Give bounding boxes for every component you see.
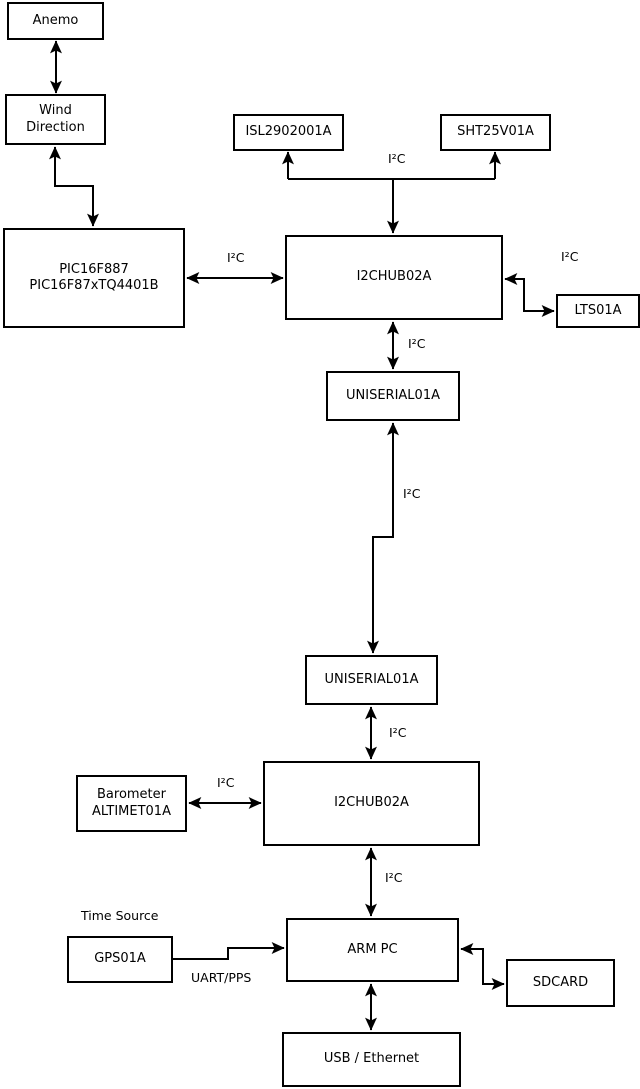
- node-arm-pc-label: ARM PC: [347, 941, 398, 957]
- edge-label-i2c-sensors: I²C: [388, 151, 406, 166]
- node-barometer-line1: Barometer: [97, 787, 166, 803]
- edge-label-i2c-uniserial-hub2: I²C: [389, 725, 407, 740]
- edge-uniserial-top-uniserial-bottom: [367, 422, 399, 654]
- node-wind-direction-line1: Wind: [39, 103, 72, 119]
- node-isl2902001a: ISL2902001A: [233, 114, 344, 151]
- edge-label-i2c-pic-hub: I²C: [227, 250, 245, 265]
- node-arm-pc: ARM PC: [286, 918, 459, 982]
- node-uniserial-top-label: UNISERIAL01A: [346, 387, 440, 403]
- node-lts01a-label: LTS01A: [574, 302, 622, 318]
- node-sdcard-label: SDCARD: [532, 974, 589, 990]
- node-isl2902001a-label: ISL2902001A: [245, 124, 332, 140]
- node-sdcard: SDCARD: [506, 959, 615, 1007]
- edge-label-i2c-barometer: I²C: [217, 775, 235, 790]
- node-anemo: Anemo: [7, 2, 104, 40]
- node-usb-ethernet: USB / Ethernet: [282, 1032, 461, 1087]
- node-gps01a: GPS01A: [67, 936, 173, 983]
- node-wind-direction: Wind Direction: [5, 94, 106, 145]
- edge-i2chub-top-lts: [504, 273, 555, 317]
- edge-gps-armpc: [173, 942, 285, 960]
- node-gps01a-label: GPS01A: [94, 951, 146, 967]
- node-uniserial-bottom-label: UNISERIAL01A: [324, 671, 419, 687]
- edge-label-uart-pps: UART/PPS: [191, 970, 252, 985]
- node-i2chub-bottom-label: I2CHUB02A: [334, 795, 409, 811]
- edge-label-i2c-lts: I²C: [561, 249, 579, 264]
- edge-armpc-sdcard: [460, 943, 505, 990]
- node-pic-line1: PIC16F887: [59, 261, 129, 277]
- edge-label-i2c-hub2-armpc: I²C: [385, 870, 403, 885]
- node-pic: PIC16F887 PIC16F87xTQ4401B: [3, 228, 185, 328]
- node-i2chub-bottom: I2CHUB02A: [263, 761, 480, 846]
- node-usb-ethernet-label: USB / Ethernet: [323, 1051, 420, 1067]
- node-pic-line2: PIC16F87xTQ4401B: [29, 278, 159, 293]
- node-i2chub-top-label: I2CHUB02A: [356, 269, 432, 285]
- node-wind-direction-line2: Direction: [26, 119, 85, 135]
- node-anemo-label: Anemo: [32, 12, 79, 28]
- node-barometer: Barometer ALTIMET01A: [76, 775, 187, 832]
- node-uniserial-bottom: UNISERIAL01A: [305, 655, 438, 705]
- node-barometer-line2: ALTIMET01A: [92, 803, 171, 819]
- edge-label-i2c-hub-uniserial: I²C: [408, 336, 426, 351]
- node-uniserial-top: UNISERIAL01A: [326, 371, 460, 421]
- node-sht25v01a-label: SHT25V01A: [457, 124, 534, 140]
- node-sht25v01a: SHT25V01A: [440, 114, 551, 151]
- edge-label-i2c-uniserial-link: I²C: [403, 486, 421, 501]
- label-time-source: Time Source: [81, 908, 159, 923]
- node-lts01a: LTS01A: [556, 294, 640, 328]
- node-i2chub-top: I2CHUB02A: [285, 235, 503, 320]
- edge-wind-pic: [49, 146, 99, 227]
